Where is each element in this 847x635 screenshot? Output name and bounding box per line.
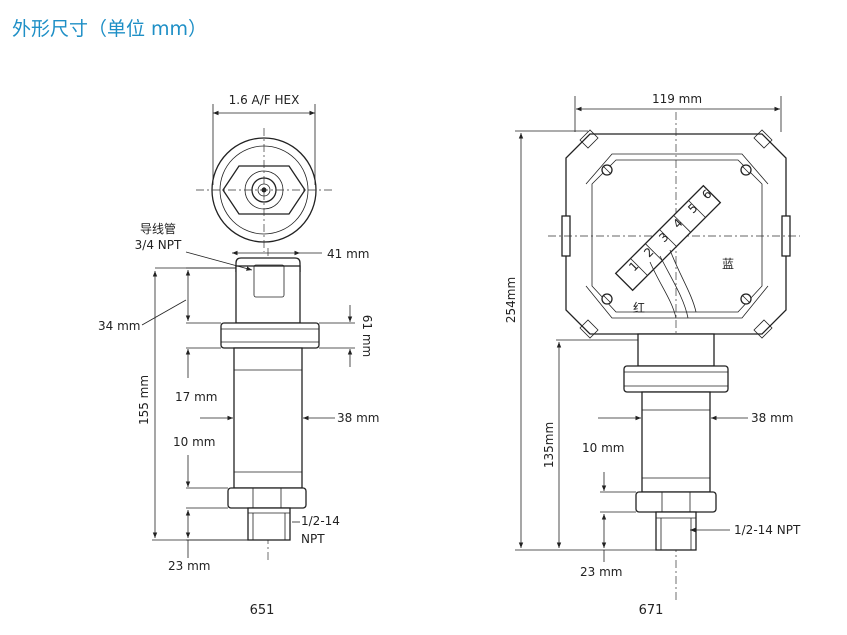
model-671-housing — [548, 112, 800, 600]
model-671-stem — [623, 333, 729, 551]
model-651-drawing: 1.6 A/F HEX 导线管 3/4 NPT 41 mm 34 mm 61 m… — [98, 93, 379, 618]
model-671-wire-blue-label: 蓝 — [722, 257, 734, 271]
model-651-dim-17: 17 mm — [175, 390, 217, 404]
model-651-conduit-npt-label: 3/4 NPT — [135, 238, 182, 252]
model-671-dim-10: 10 mm — [582, 441, 624, 455]
model-651-dim-41: 41 mm — [327, 247, 369, 261]
model-651-dim-38: 38 mm — [337, 411, 379, 425]
model-671-dim-38: 38 mm — [751, 411, 793, 425]
model-671-dim-23: 23 mm — [580, 565, 622, 579]
model-671-dimensions — [515, 96, 782, 562]
model-671-npt-label: 1/2-14 NPT — [734, 523, 801, 537]
model-651-side-view — [141, 248, 355, 560]
model-651-npt-label-2: NPT — [301, 532, 325, 546]
model-671-dim-254: 254mm — [504, 277, 518, 323]
model-671-drawing: 1 2 3 4 5 6 红 蓝 — [504, 92, 801, 618]
model-651-conduit-label: 导线管 — [140, 221, 176, 236]
model-671-dim-119: 119 mm — [652, 92, 702, 106]
model-651-dim-61: 61 mm — [360, 315, 374, 357]
model-671-dim-135: 135mm — [542, 422, 556, 468]
model-651-dim-23: 23 mm — [168, 559, 210, 573]
model-671-wire-red-label: 红 — [633, 300, 645, 315]
model-651-dim-155: 155 mm — [137, 375, 151, 425]
model-651-caption: 651 — [250, 603, 275, 618]
model-671-caption: 671 — [639, 603, 664, 618]
model-651-dim-34: 34 mm — [98, 319, 140, 333]
model-651-npt-label: 1/2-14 — [301, 514, 340, 528]
model-651-top-view — [196, 104, 332, 252]
page-title: 外形尺寸（单位 mm） — [12, 18, 208, 40]
model-651-hex-label: 1.6 A/F HEX — [229, 93, 300, 107]
model-651-dim-10: 10 mm — [173, 435, 215, 449]
